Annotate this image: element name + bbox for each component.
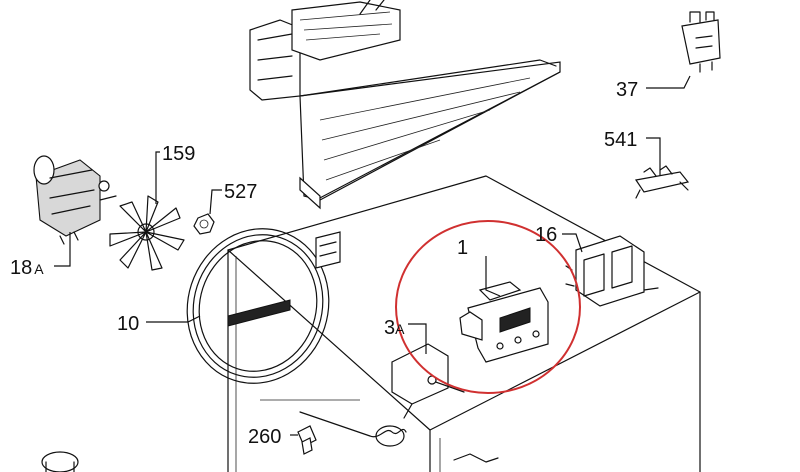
part-541-connector	[634, 165, 690, 199]
label-part-3a: 3A	[384, 317, 405, 339]
leader-18a	[54, 232, 71, 267]
bottom-wiring	[453, 453, 499, 463]
leader-159	[155, 151, 160, 204]
part-527-nut	[193, 213, 215, 235]
leader-1	[485, 256, 501, 297]
label-part-18a-number: 18	[10, 257, 32, 279]
label-part-18a-suffix: A	[34, 261, 44, 277]
leader-16	[562, 233, 583, 253]
leader-3a	[408, 323, 427, 354]
label-part-37: 37	[616, 79, 638, 101]
part-260-clip	[297, 425, 317, 455]
leader-37	[646, 75, 691, 89]
lamp-holder	[41, 451, 79, 472]
part-1-electronic-timer	[459, 281, 549, 363]
oven-cabinet	[227, 175, 701, 472]
part-18a-fan-motor	[33, 155, 117, 245]
label-part-159: 159	[162, 143, 195, 165]
label-part-10: 10	[117, 313, 139, 335]
label-part-541: 541	[604, 129, 637, 151]
part-16-selector-switch	[565, 235, 659, 307]
leader-10	[146, 315, 201, 323]
part-10-ring-element	[186, 228, 341, 384]
leader-lines	[54, 75, 691, 436]
label-part-260: 260	[248, 426, 281, 448]
label-part-1: 1	[457, 237, 468, 259]
label-part-3a-suffix: A	[395, 321, 405, 337]
part-37-terminal-block	[681, 11, 721, 73]
thermostat-capillary	[299, 411, 407, 447]
label-part-16: 16	[535, 224, 557, 246]
label-part-3a-number: 3	[384, 317, 395, 339]
part-3a-thermostat	[391, 343, 465, 419]
fan-duct-housing	[249, 0, 561, 210]
leader-527	[209, 189, 222, 215]
label-part-527: 527	[224, 181, 257, 203]
leader-541	[646, 137, 661, 176]
part-159-fan-blade	[109, 195, 185, 271]
highlight-circle	[395, 220, 581, 394]
